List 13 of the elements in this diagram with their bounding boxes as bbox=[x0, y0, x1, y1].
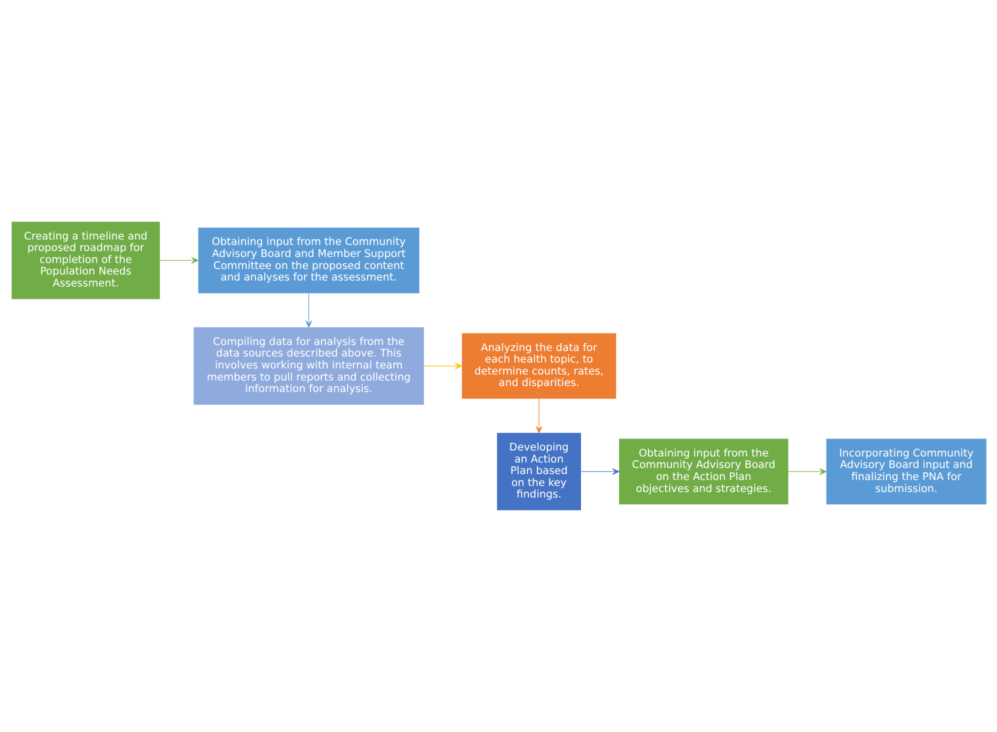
node-box: Creating a timeline and proposed roadmap for completion of the Population Needs Assessment. bbox=[11, 222, 160, 300]
arrow bbox=[535, 398, 542, 434]
node-box: Developing an Action Plan based on the key findings. bbox=[496, 432, 580, 510]
node-box: Analyzing the data for each health topic, to determine counts, rates, and disparities. bbox=[461, 333, 616, 399]
node-box: Obtaining input from the Community Advisory Board on the Action Plan objectives and strategies. bbox=[618, 438, 788, 504]
node-box: Compiling data for analysis from the data sources described above. This involves working with internal team members to pull reports and collecting information for analysis. bbox=[193, 327, 424, 405]
node-box: Obtaining input from the Community Advisory Board and Member Support Committee on the proposed content and analyses for the assessment. bbox=[198, 228, 419, 294]
node-box: Incorporating Community Advisory Board input and finalizing the PNA for submission. bbox=[826, 438, 986, 504]
arrow bbox=[423, 362, 462, 370]
arrow bbox=[159, 257, 198, 264]
arrow bbox=[788, 468, 826, 475]
arrow bbox=[305, 292, 312, 328]
arrow bbox=[580, 468, 619, 475]
